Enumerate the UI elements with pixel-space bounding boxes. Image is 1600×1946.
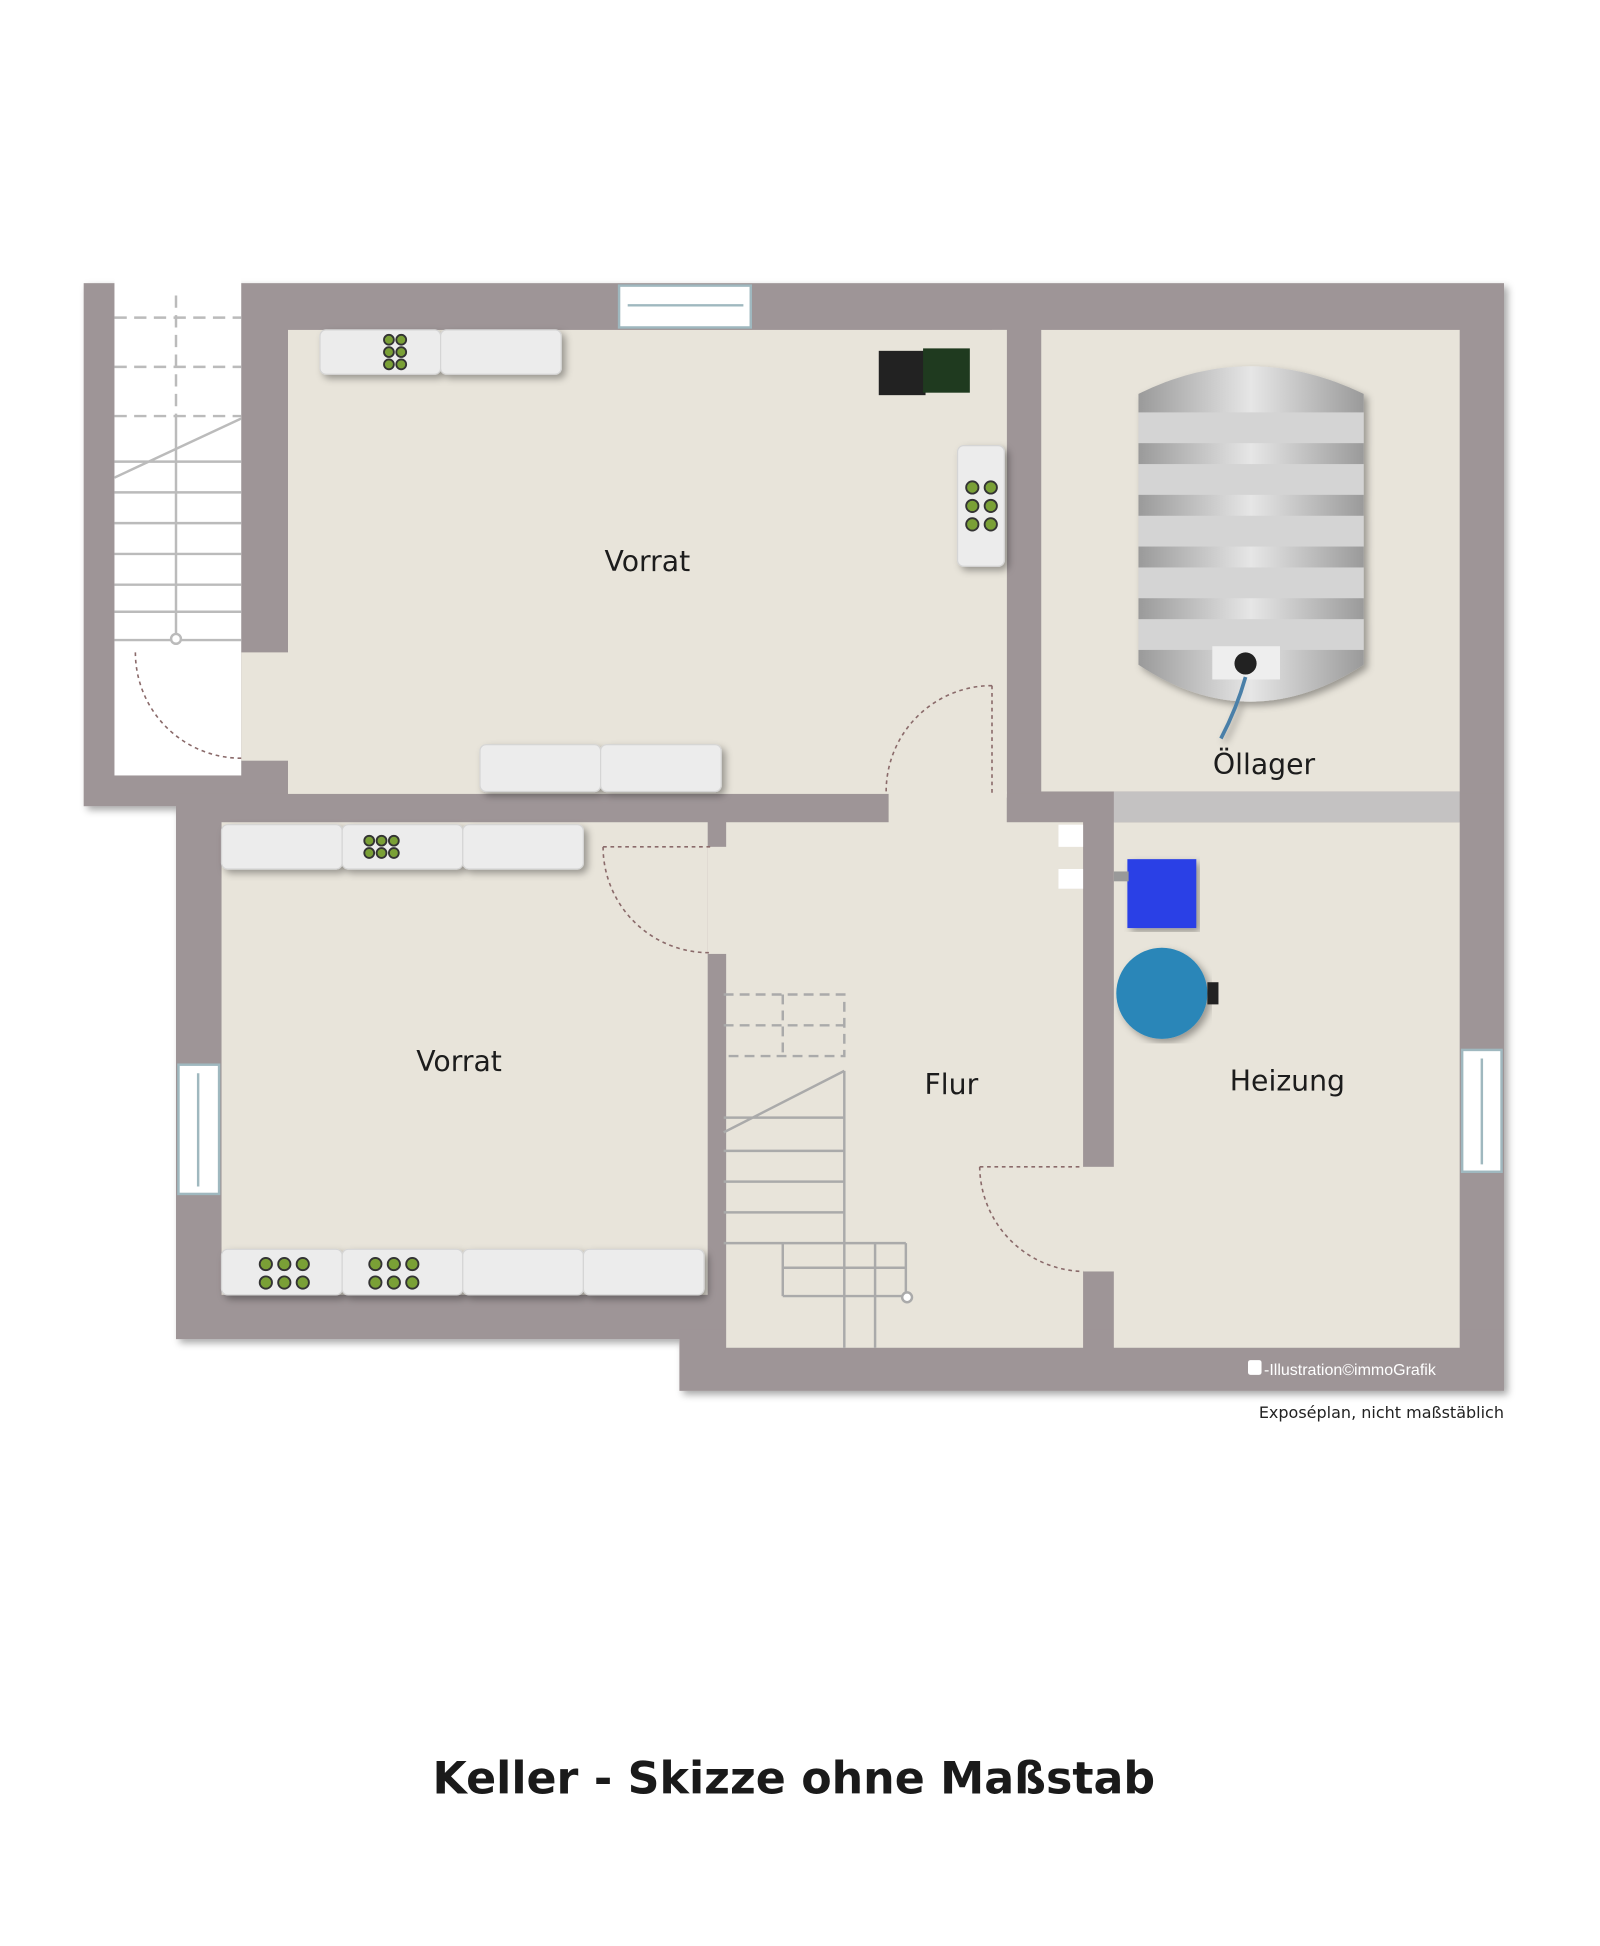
room-label-flur: Flur	[925, 1068, 979, 1101]
stairs-left	[113, 295, 242, 646]
windows	[177, 284, 1503, 1196]
shelves	[220, 329, 1005, 1296]
doors[interactable]	[134, 652, 1084, 1273]
sparkasse-logo-icon	[1248, 1360, 1262, 1375]
page-title: Keller - Skizze ohne Maßstab	[433, 1753, 1156, 1804]
room-label-oellager: Öllager	[1213, 747, 1316, 781]
bottle-crates-icon	[878, 348, 970, 396]
oellager-shelf	[1113, 791, 1460, 823]
vessel-valve-icon	[1207, 982, 1219, 1005]
oil-tank-icon	[1138, 366, 1364, 740]
stairs-flur	[723, 993, 914, 1348]
room-label-heizung: Heizung	[1230, 1065, 1345, 1098]
expansion-vessel-icon	[1116, 947, 1208, 1039]
pump-icon	[1127, 859, 1197, 929]
room-label-vorrat-bottom: Vorrat	[416, 1045, 502, 1078]
scale-note: Exposéplan, nicht maßstäblich	[1259, 1403, 1504, 1422]
chimney-shaft	[1058, 824, 1084, 847]
chimney-shaft	[1058, 869, 1084, 889]
bottles-icon	[258, 333, 998, 1290]
pipe-icon	[1113, 871, 1129, 882]
stairwell	[114, 278, 242, 776]
room-label-vorrat-top: Vorrat	[605, 545, 691, 578]
copyright-text: -Illustration©immoGrafik	[1264, 1362, 1437, 1379]
